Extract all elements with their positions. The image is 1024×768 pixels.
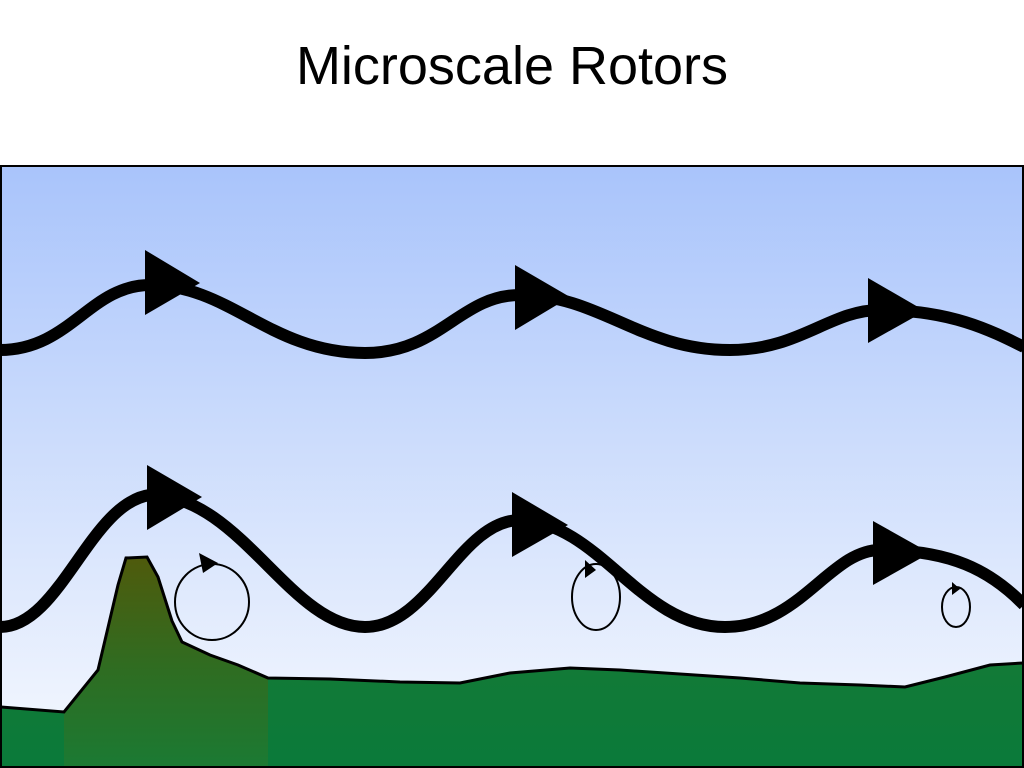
- rotor-large: [174, 553, 250, 641]
- terrain-outline: [0, 555, 1024, 714]
- mountain-ridge: [64, 557, 268, 767]
- rotor-medium-arrow-icon: [585, 560, 596, 578]
- lower-flow-arrow-1: [147, 465, 202, 530]
- upper-flow-arrow-1: [145, 250, 200, 315]
- lower-flow-arrow-2: [512, 492, 568, 557]
- rotor-small-arrow-icon: [952, 582, 960, 595]
- upper-flow-arrow-2: [515, 265, 570, 330]
- rotor-large-arrow-icon: [199, 553, 218, 573]
- lower-flow-arrow-3: [873, 521, 930, 585]
- rotor-small: [941, 582, 971, 628]
- slide-title: Microscale Rotors: [295, 36, 729, 96]
- rotor-diagram: [0, 165, 1024, 768]
- diagram-frame: [0, 165, 1024, 768]
- upper-flow-arrow-3: [868, 278, 925, 343]
- rotor-medium: [571, 560, 621, 631]
